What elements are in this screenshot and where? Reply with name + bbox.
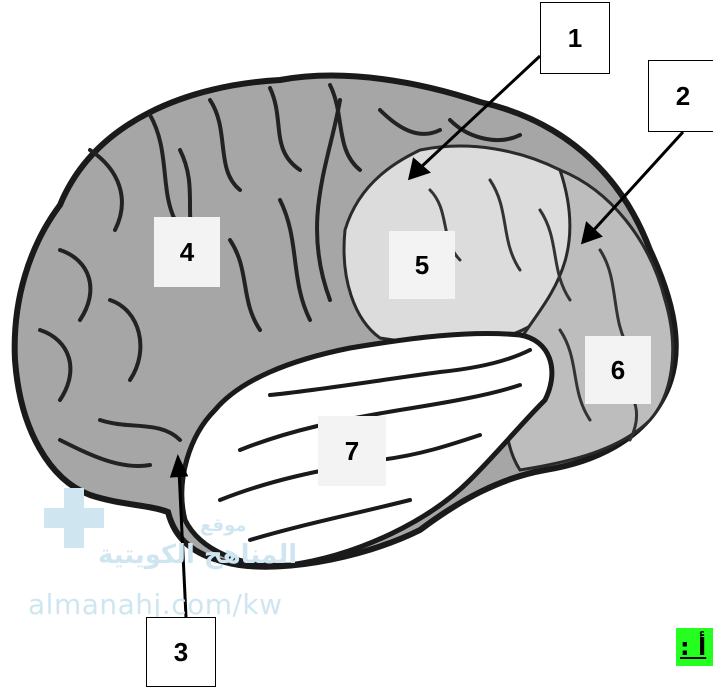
watermark-site-label: موقع: [200, 515, 247, 536]
callout-label-2: 2: [648, 60, 713, 132]
watermark-logo: [44, 488, 104, 548]
region-label-7: 7: [318, 416, 386, 486]
callout-label-3: 3: [146, 617, 216, 687]
watermark-arabic-text: المناهج الكويتية: [98, 540, 297, 570]
region-label-5: 5: [389, 231, 455, 299]
callout-label-1: 1: [540, 2, 610, 74]
corner-question-tag: : أ: [676, 628, 713, 666]
region-label-6: 6: [585, 336, 651, 404]
region-label-4: 4: [154, 217, 220, 287]
